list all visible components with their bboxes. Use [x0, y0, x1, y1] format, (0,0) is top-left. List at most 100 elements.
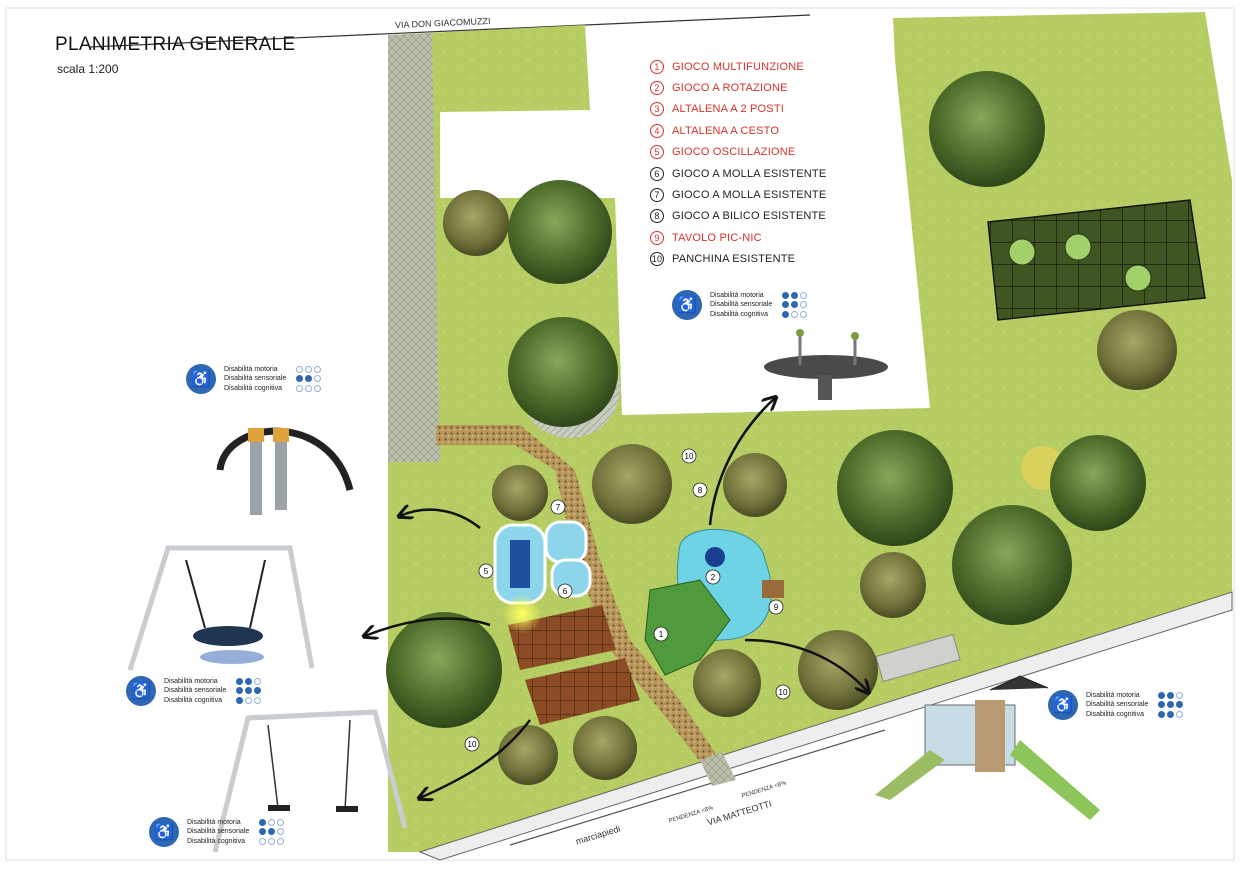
- rating-dot: [254, 696, 262, 704]
- rating-dot: [791, 301, 799, 309]
- rating-dot: [305, 384, 313, 392]
- accessibility-label: Disabilità sensoriale: [710, 301, 773, 309]
- marker-number: 10: [685, 452, 694, 461]
- wheelchair-icon: ♿: [149, 817, 179, 847]
- street-edge: [509, 729, 886, 846]
- accessibility-label: Disabilità cognitiva: [1086, 710, 1144, 718]
- plan-marker: 1: [653, 626, 669, 642]
- wheelchair-icon: ♿: [1048, 690, 1078, 720]
- rating-dot: [277, 837, 285, 845]
- marker-number: 1: [659, 630, 664, 639]
- bench: [875, 633, 961, 683]
- rating-dot: [1158, 710, 1166, 718]
- plan-marker: 7: [550, 499, 566, 515]
- rating-dot: [1158, 691, 1166, 699]
- legend-number: 3: [650, 102, 664, 117]
- legend-label: GIOCO A ROTAZIONE: [672, 82, 788, 95]
- rating-dot: [782, 310, 790, 318]
- rating-dot: [268, 837, 276, 845]
- wheelchair-icon: ♿: [186, 364, 216, 394]
- legend-number: 7: [650, 188, 664, 203]
- crosswalk: [700, 752, 736, 786]
- accessibility-label: Disabilità sensoriale: [1086, 701, 1149, 709]
- accessibility-label: Disabilità motoria: [164, 677, 218, 685]
- legend-label: ALTALENA A 2 POSTI: [672, 103, 785, 116]
- rating-dot: [259, 837, 267, 845]
- accessibility-label: Disabilità sensoriale: [187, 828, 250, 836]
- rating-dot: [791, 291, 799, 299]
- scale-label: scala 1:200: [57, 62, 119, 76]
- accessibility-label: Disabilità cognitiva: [224, 384, 282, 392]
- basket-swing-drawing: [127, 545, 315, 671]
- arrow-to-rotation: [708, 398, 775, 526]
- rating-dot: [259, 818, 267, 826]
- arrow-to-multifunction: [744, 638, 868, 692]
- legend-label: PANCHINA ESISTENTE: [672, 253, 796, 266]
- rating-dot: [254, 687, 262, 695]
- accessibility-label: Disabilità cognitiva: [164, 696, 222, 704]
- accessibility-rating: [236, 677, 262, 706]
- rating-dot: [1176, 710, 1184, 718]
- legend-number: 9: [650, 230, 664, 245]
- rating-dot: [800, 291, 808, 299]
- page-title: PLANIMETRIA GENERALE: [55, 34, 296, 55]
- rating-dot: [268, 828, 276, 836]
- accessibility-rating: [782, 291, 808, 320]
- marker-number: 8: [698, 486, 703, 495]
- rating-dot: [1167, 691, 1175, 699]
- legend-label: GIOCO A MOLLA ESISTENTE: [672, 189, 827, 202]
- legend-number: 2: [650, 81, 664, 96]
- swing-deck: [525, 658, 640, 725]
- rating-dot: [1176, 701, 1184, 709]
- rating-dot: [245, 687, 253, 695]
- accessibility-label: Disabilità sensoriale: [164, 687, 227, 695]
- legend-number: 10: [650, 252, 664, 267]
- legend-label: GIOCO A BILICO ESISTENTE: [672, 210, 826, 223]
- rotation-game-drawing: [764, 329, 888, 400]
- rating-dot: [236, 696, 244, 704]
- accessibility-label: Disabilità motoria: [1086, 691, 1140, 699]
- plan-marker: 2: [705, 569, 721, 585]
- marker-number: 6: [563, 587, 568, 596]
- accessibility-label: Disabilità cognitiva: [187, 837, 245, 845]
- paved-walkway: [388, 33, 440, 462]
- swing-game-icon: [510, 540, 530, 588]
- rating-dot: [254, 677, 262, 685]
- spring-game-icon: [1064, 233, 1092, 261]
- legend-label: GIOCO MULTIFUNZIONE: [672, 60, 804, 73]
- rating-dot: [1176, 691, 1184, 699]
- marker-number: 9: [774, 603, 779, 612]
- rating-dot: [305, 375, 313, 383]
- rating-dot: [1158, 701, 1166, 709]
- rating-dot: [296, 375, 304, 383]
- rating-dot: [236, 687, 244, 695]
- rating-dot: [1167, 710, 1175, 718]
- plan-marker: 5: [478, 563, 494, 579]
- rating-dot: [245, 696, 253, 704]
- accessibility-label: Disabilità motoria: [224, 365, 278, 373]
- north-boundary: [89, 14, 811, 48]
- rating-dot: [800, 310, 808, 318]
- legend-label: ALTALENA A CESTO: [672, 124, 780, 137]
- legend-number: 5: [650, 145, 664, 160]
- rating-dot: [277, 818, 285, 826]
- accessibility-label: Disabilità cognitiva: [710, 310, 768, 318]
- legend-number: 4: [650, 123, 664, 138]
- legend-label: TAVOLO PIC-NIC: [672, 231, 762, 244]
- rating-dot: [268, 818, 276, 826]
- spring-game-area: [544, 520, 588, 564]
- marker-number: 2: [711, 573, 716, 582]
- wheelchair-icon: ♿: [672, 290, 702, 320]
- legend-item: 10 PANCHINA ESISTENTE: [650, 249, 880, 270]
